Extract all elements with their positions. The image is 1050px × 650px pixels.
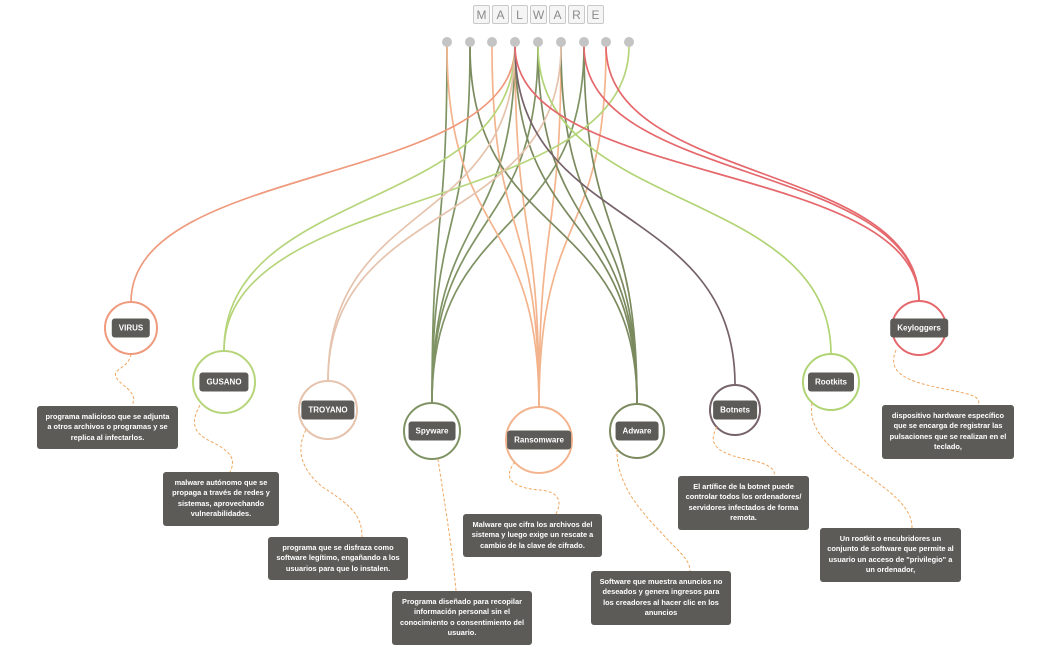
description-keyloggers: dispositivo hardware específico que se e… bbox=[882, 405, 1014, 459]
connector-spyware bbox=[431, 45, 585, 404]
connector-dot bbox=[601, 37, 611, 47]
title-letter: A bbox=[549, 5, 566, 24]
connector-dot bbox=[487, 37, 497, 47]
node-label-troyano[interactable]: TROYANO bbox=[301, 400, 355, 420]
title-letter: R bbox=[568, 5, 585, 24]
description-adware: Software que muestra anuncios no deseado… bbox=[591, 571, 731, 625]
title-letter: M bbox=[473, 5, 490, 24]
connector-keyloggers bbox=[583, 45, 920, 302]
connector-ransomware bbox=[446, 45, 540, 408]
connector-troyano bbox=[327, 45, 516, 382]
title-letter: A bbox=[492, 5, 509, 24]
connector-spyware bbox=[431, 45, 448, 404]
connector-rootkits bbox=[537, 45, 832, 355]
description-spyware: Programa diseñado para recopilar informa… bbox=[392, 591, 532, 645]
connector-dot bbox=[556, 37, 566, 47]
connector-dot bbox=[624, 37, 634, 47]
connector-adware bbox=[560, 45, 638, 405]
leader-line-botnets bbox=[712, 426, 775, 477]
connector-dot bbox=[579, 37, 589, 47]
node-label-gusano[interactable]: GUSANO bbox=[199, 372, 249, 392]
title-letter: E bbox=[587, 5, 604, 24]
leader-line-rootkits bbox=[811, 402, 913, 529]
connector-virus bbox=[130, 45, 516, 303]
leader-line-gusano bbox=[193, 404, 234, 473]
connector-botnets bbox=[514, 45, 736, 386]
leader-line-keyloggers bbox=[893, 349, 980, 406]
node-label-virus[interactable]: VIRUS bbox=[111, 318, 151, 338]
description-ransomware: Malware que cifra los archivos del siste… bbox=[463, 514, 602, 558]
connector-dot bbox=[442, 37, 452, 47]
leader-line-ransomware bbox=[508, 461, 560, 515]
connector-dot bbox=[510, 37, 520, 47]
connector-gusano bbox=[223, 45, 630, 352]
connector-ransomware bbox=[514, 45, 540, 408]
description-troyano: programa que se disfraza como software l… bbox=[268, 537, 408, 581]
connector-spyware bbox=[431, 45, 471, 404]
connector-keyloggers bbox=[514, 45, 920, 302]
connector-ransomware bbox=[491, 45, 540, 408]
connector-ransomware bbox=[538, 45, 607, 408]
description-gusano: malware autónomo que se propaga a través… bbox=[163, 472, 279, 526]
leader-line-spyware bbox=[437, 458, 457, 592]
connector-spyware bbox=[431, 45, 539, 404]
connector-spyware bbox=[431, 45, 516, 404]
title-letter: W bbox=[530, 5, 547, 24]
title-word: M A L W A R E bbox=[473, 5, 604, 24]
connector-dot bbox=[465, 37, 475, 47]
connector-adware bbox=[514, 45, 638, 405]
leader-line-adware bbox=[616, 448, 691, 572]
node-label-rootkits[interactable]: Rootkits bbox=[808, 372, 854, 392]
leader-line-virus bbox=[115, 353, 135, 407]
connector-gusano bbox=[223, 45, 516, 352]
connector-troyano bbox=[327, 45, 562, 382]
description-virus: programa malicioso que se adjunta a otro… bbox=[37, 406, 178, 450]
node-label-ransomware[interactable]: Ransomware bbox=[507, 430, 571, 450]
node-label-botnets[interactable]: Botnets bbox=[713, 400, 757, 420]
connector-keyloggers bbox=[605, 45, 920, 302]
connector-adware bbox=[583, 45, 638, 405]
node-label-spyware[interactable]: Spyware bbox=[408, 421, 456, 441]
leader-line-troyano bbox=[300, 429, 363, 538]
title-letter: L bbox=[511, 5, 528, 24]
description-botnets: El artífice de la botnet puede controlar… bbox=[678, 476, 809, 530]
connector-dot bbox=[533, 37, 543, 47]
node-label-keyloggers[interactable]: Keyloggers bbox=[890, 318, 948, 338]
node-label-adware[interactable]: Adware bbox=[615, 421, 659, 441]
connector-adware bbox=[469, 45, 638, 405]
connector-adware bbox=[537, 45, 638, 405]
description-rootkits: Un rootkit o encubridores un conjunto de… bbox=[820, 528, 961, 582]
